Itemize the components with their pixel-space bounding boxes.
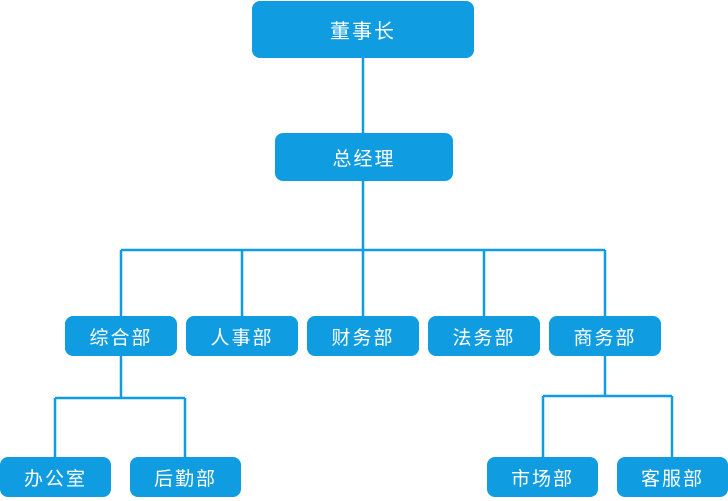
node-customer-service: 客服部 <box>617 457 728 497</box>
node-legal-dept-label: 法务部 <box>452 326 516 349</box>
node-customer-service-label: 客服部 <box>640 467 704 490</box>
node-general-dept: 综合部 <box>65 316 177 356</box>
node-general-manager: 总经理 <box>275 133 453 181</box>
node-market-label: 市场部 <box>510 467 574 490</box>
node-finance-dept: 财务部 <box>307 316 419 356</box>
node-legal-dept: 法务部 <box>428 316 540 356</box>
node-business-dept-label: 商务部 <box>573 326 637 349</box>
node-business-dept: 商务部 <box>549 316 661 356</box>
node-finance-dept-label: 财务部 <box>331 326 395 349</box>
node-general-dept-label: 综合部 <box>89 326 153 349</box>
node-general-manager-label: 总经理 <box>332 147 396 170</box>
node-office: 办公室 <box>0 457 111 497</box>
node-hr-dept: 人事部 <box>186 316 298 356</box>
node-logistics-label: 后勤部 <box>153 467 217 490</box>
node-chairman: 董事长 <box>252 1 474 58</box>
node-office-label: 办公室 <box>23 467 87 490</box>
node-hr-dept-label: 人事部 <box>210 326 274 349</box>
node-market: 市场部 <box>487 457 598 497</box>
node-logistics: 后勤部 <box>130 457 241 497</box>
node-chairman-label: 董事长 <box>330 19 396 43</box>
